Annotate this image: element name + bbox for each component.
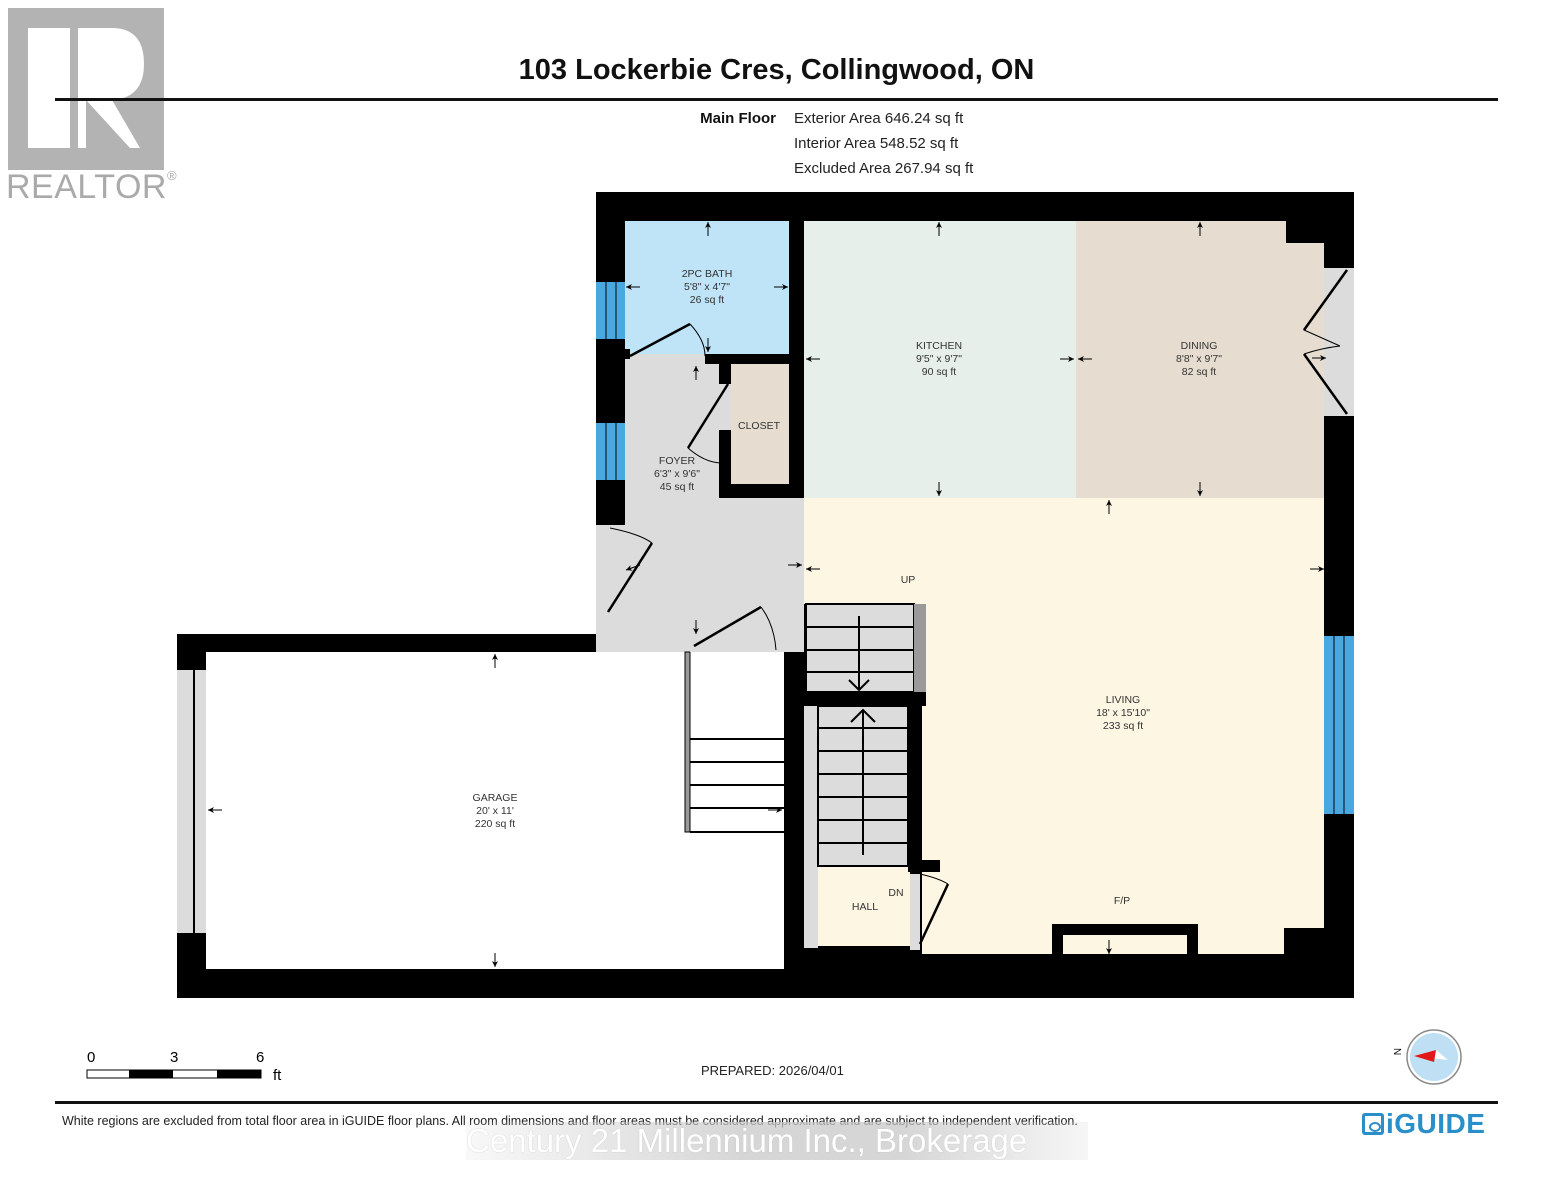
foyer-area: 45 sq ft: [660, 481, 695, 493]
stair-divider-wall: [804, 692, 926, 704]
dining-area: 82 sq ft: [1182, 366, 1217, 378]
garage-dims: 20' x 11': [476, 805, 514, 817]
fireplace: [1052, 924, 1198, 954]
door-front: [606, 542, 654, 613]
compass-north-label: N: [1391, 1048, 1402, 1055]
dining-dims: 8'8" x 9'7": [1176, 353, 1222, 365]
stairs-lower: [804, 705, 909, 867]
stairs-upper: [805, 603, 926, 693]
prepared-date: PREPARED: 2026/04/01: [701, 1063, 844, 1078]
hall-wall-stub: [908, 860, 940, 872]
window-bath: [596, 282, 625, 339]
bath-name: 2PC BATH: [682, 268, 733, 280]
room-dining: [1076, 221, 1286, 498]
foyer-dims: 6'3" x 9'6": [654, 468, 700, 480]
living-corner-wall: [1284, 928, 1324, 954]
excluded-area: Excluded Area 267.94 sq ft: [794, 160, 974, 177]
garage-name: GARAGE: [473, 792, 518, 804]
wall-closet-stub: [719, 364, 731, 384]
door-bath: [629, 322, 691, 358]
fireplace-label: F/P: [1114, 895, 1130, 907]
realtor-wordmark: REALTOR®: [6, 168, 177, 207]
wall-bath-foyer: [705, 354, 804, 364]
brokerage-watermark: Century 21 Millennium Inc., Brokerage: [466, 1122, 1088, 1160]
kitchen-area: 90 sq ft: [922, 366, 957, 378]
garage-stair-landing: [690, 652, 784, 670]
scale-unit: ft: [273, 1067, 282, 1084]
room-kitchen: [804, 221, 1076, 498]
room-labels: 2PC BATH 5'8" x 4'7" 26 sq ft KITCHEN 9'…: [473, 268, 1223, 913]
registered-mark: ®: [166, 168, 178, 183]
room-foyer: [596, 354, 804, 652]
bath-door-jamb: [625, 349, 630, 359]
kitchen-name: KITCHEN: [916, 340, 962, 352]
exterior-area: Exterior Area 646.24 sq ft: [794, 110, 964, 127]
iguide-wordmark: iGUIDE: [1386, 1108, 1486, 1139]
room-living: [804, 498, 1324, 954]
doors: [606, 269, 1349, 945]
compass: N: [1390, 1028, 1466, 1095]
window-foyer: [596, 423, 625, 480]
window-living: [1324, 636, 1354, 814]
wall-closet-bottom: [719, 484, 804, 498]
wall-closet-left: [719, 430, 731, 486]
footer-divider: [55, 1101, 1498, 1104]
compass-icon: N: [1391, 1029, 1462, 1085]
door-closet: [686, 383, 730, 449]
door-garage: [693, 605, 762, 648]
room-bath: [625, 221, 789, 354]
scale-bar: 0 3 6 ft: [86, 1048, 296, 1089]
bath-dims: 5'8" x 4'7": [684, 281, 730, 293]
scale-tick-6: 6: [256, 1049, 264, 1066]
living-name: LIVING: [1106, 694, 1140, 706]
garage-area: 220 sq ft: [475, 818, 515, 830]
scale-tick-3: 3: [170, 1049, 178, 1066]
room-dining-extension: [1286, 243, 1324, 498]
interior-area: Interior Area 548.52 sq ft: [794, 135, 959, 152]
front-door-recess: [596, 525, 625, 613]
door-dining-upper: [1302, 269, 1349, 331]
header-divider: [55, 98, 1498, 101]
garage-door-opening: [177, 670, 206, 933]
living-dims: 18' x 15'10": [1096, 707, 1150, 719]
living-area: 233 sq ft: [1103, 720, 1143, 732]
iguide-logo: iGUIDE: [1362, 1108, 1485, 1140]
page-title: 103 Lockerbie Cres, Collingwood, ON: [518, 54, 1035, 86]
realtor-wordmark-text: REALTOR: [6, 168, 167, 206]
dining-name: DINING: [1181, 340, 1218, 352]
kitchen-dims: 9'5" x 9'7": [916, 353, 962, 365]
door-hall: [918, 883, 950, 945]
stairs-garage: [684, 651, 784, 833]
hall-side: [804, 866, 818, 948]
realtor-logo: [8, 8, 164, 170]
dining-door-recess: [1324, 268, 1354, 416]
dimension-arrows: [208, 222, 1326, 967]
floor-name: Main Floor: [700, 110, 776, 127]
stair-right-wall: [908, 692, 922, 872]
stairs-up-label: UP: [901, 574, 916, 586]
room-hall: [818, 866, 910, 946]
hall-door-jamb: [910, 874, 920, 950]
realtor-r-icon: [28, 28, 144, 148]
stairs-down-label: DN: [888, 887, 903, 899]
iguide-camera-icon: [1362, 1113, 1384, 1135]
scale-tick-0: 0: [87, 1049, 95, 1066]
closet-name: CLOSET: [738, 420, 781, 432]
hall-name: HALL: [852, 901, 878, 913]
garage-entry-threshold: [690, 636, 784, 652]
bath-area: 26 sq ft: [690, 294, 725, 306]
door-dining-lower: [1302, 353, 1349, 415]
dining-corner-wall: [1286, 221, 1324, 243]
foyer-name: FOYER: [659, 455, 696, 467]
room-closet: [731, 364, 789, 486]
